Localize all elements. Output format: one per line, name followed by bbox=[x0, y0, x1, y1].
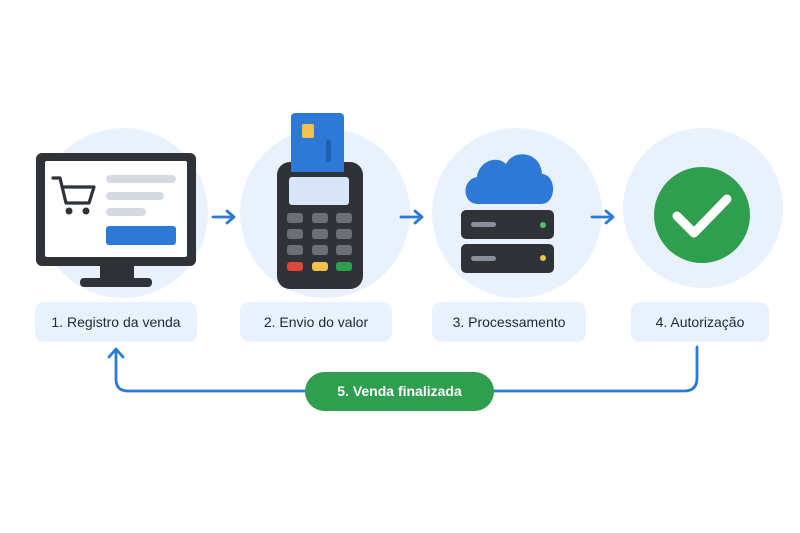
arrow-right-icon bbox=[211, 209, 236, 225]
cart-wheel bbox=[65, 207, 73, 215]
monitor-cart-icon bbox=[36, 153, 196, 287]
step-3-label: 3. Processamento bbox=[432, 302, 586, 342]
return-arrow-icon bbox=[107, 345, 699, 393]
step-1-label: 1. Registro da venda bbox=[35, 302, 197, 342]
checkmark-icon bbox=[654, 167, 750, 263]
card-terminal-icon bbox=[277, 113, 363, 289]
cart-wheel bbox=[82, 207, 90, 215]
step-2-label: 2. Envio do valor bbox=[240, 302, 392, 342]
final-step-badge: 5. Venda finalizada bbox=[305, 372, 494, 411]
cloud-server-icon bbox=[461, 154, 554, 273]
arrow-right-icon bbox=[399, 209, 424, 225]
step-4-label: 4. Autorização bbox=[631, 302, 769, 342]
shopping-cart-icon bbox=[51, 176, 96, 205]
arrow-right-icon bbox=[590, 209, 615, 225]
